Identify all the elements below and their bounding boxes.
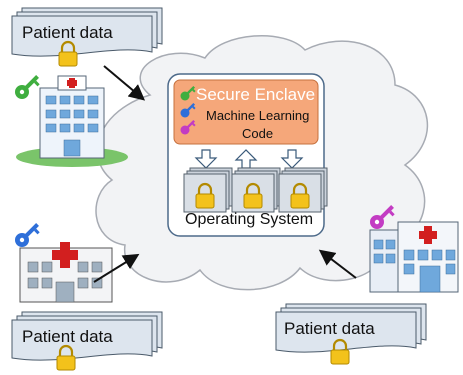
magenta-key-icon	[370, 205, 395, 229]
enclave-title: Secure Enclave	[196, 85, 315, 104]
patient-data-doc-top-left: Patient data	[11, 7, 163, 57]
arrow-bottom-left	[93, 253, 140, 283]
arrow-bottom-right	[318, 249, 357, 279]
enclave-ml-line1: Machine Learning	[206, 108, 309, 123]
hospital-icon	[16, 75, 128, 167]
locked-data-icon	[279, 168, 327, 212]
patient-data-doc-bottom-left: Patient data	[11, 311, 163, 361]
green-key-icon	[15, 75, 40, 99]
doc-label: Patient data	[22, 327, 113, 346]
down-arrow-right	[280, 149, 304, 169]
secure-enclave-box	[173, 79, 319, 145]
patient-data-doc-bottom-right: Patient data	[275, 303, 427, 353]
os-label: Operating System	[185, 211, 313, 228]
hospital-icon	[19, 242, 113, 303]
locked-data-icon	[184, 168, 232, 212]
arrow-top-left	[103, 65, 146, 101]
up-arrow-middle	[234, 149, 258, 169]
down-arrow-left	[194, 149, 218, 169]
green-key-icon	[180, 85, 196, 101]
enclave-ml-line2: Code	[242, 126, 273, 141]
magenta-key-icon	[180, 119, 196, 135]
doc-label: Patient data	[284, 319, 375, 338]
blue-key-icon	[180, 102, 196, 118]
locked-data-icon	[232, 168, 280, 212]
blue-key-icon	[15, 223, 40, 247]
doc-label: Patient data	[22, 23, 113, 42]
hospital-icon	[369, 221, 459, 293]
